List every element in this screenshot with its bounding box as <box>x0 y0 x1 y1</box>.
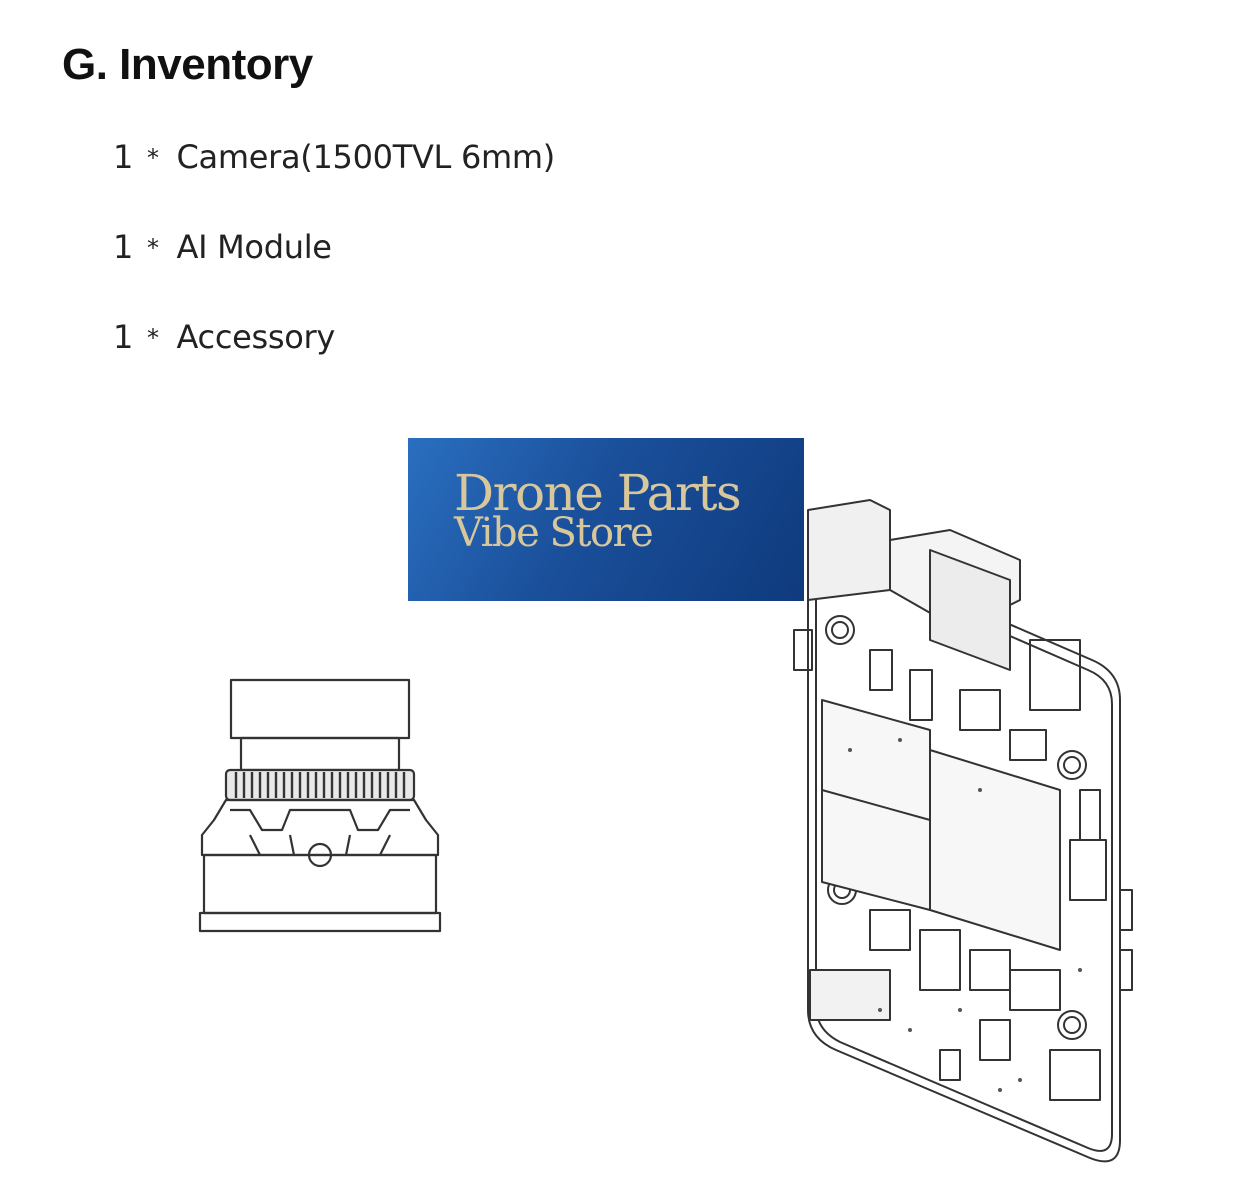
watermark-line2: Vibe Store <box>454 510 654 556</box>
item-separator: * <box>146 234 159 262</box>
item-qty: 1 <box>113 138 134 176</box>
item-qty: 1 <box>113 318 134 356</box>
inventory-item-accessory: 1 * Accessory <box>113 318 335 356</box>
inventory-item-camera: 1 * Camera(1500TVL 6mm) <box>113 138 555 176</box>
camera-drawing <box>198 678 442 933</box>
section-heading: G. Inventory <box>62 40 313 89</box>
item-name: AI Module <box>176 228 332 266</box>
item-name: Camera(1500TVL 6mm) <box>176 138 556 176</box>
item-qty: 1 <box>113 228 134 266</box>
watermark-line1: Drone Parts <box>454 464 742 522</box>
inventory-item-ai-module: 1 * AI Module <box>113 228 332 266</box>
ai-module-board-drawing <box>793 499 1133 1163</box>
item-separator: * <box>146 144 159 172</box>
watermark-banner: Drone Parts Vibe Store <box>408 438 804 601</box>
item-name: Accessory <box>176 318 336 356</box>
item-separator: * <box>146 324 159 352</box>
